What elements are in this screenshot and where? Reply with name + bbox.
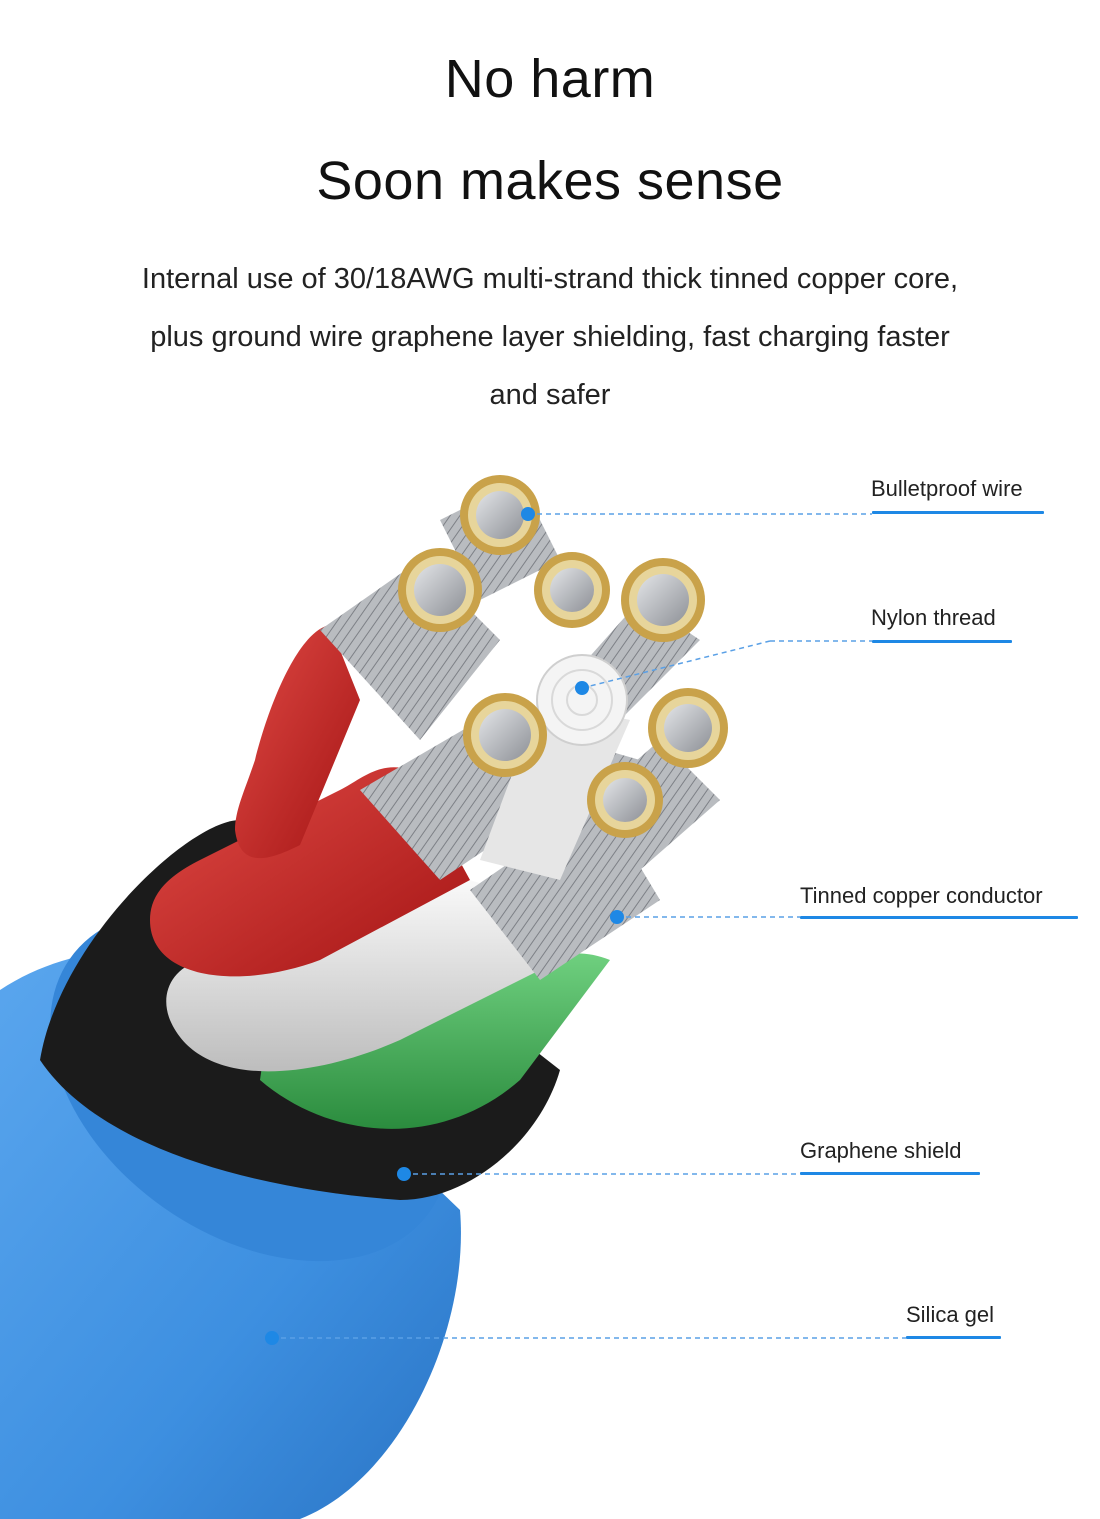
- description-line-3: and safer: [489, 379, 611, 411]
- callout-label-silica-gel: Silica gel: [906, 1302, 995, 1327]
- heading-line-1: No harm: [444, 49, 656, 109]
- callout-dot-bulletproof-wire: [521, 507, 535, 521]
- green-wire: [260, 953, 610, 1129]
- callout-underline-bulletproof-wire: [872, 511, 1044, 514]
- description-line-1: Internal use of 30/18AWG multi-strand th…: [141, 263, 959, 295]
- callout-underline-nylon-thread: [872, 640, 1012, 643]
- description: Internal use of 30/18AWG multi-strand th…: [60, 250, 1040, 424]
- callout-dot-silica-gel: [265, 1331, 279, 1345]
- cable-cross-section-illustration: [0, 475, 906, 1519]
- callout-underline-graphene-shield: [800, 1172, 980, 1175]
- callout-leaders: [265, 507, 906, 1345]
- white-wire: [166, 877, 560, 1072]
- callout-underline-tinned-copper-conductor: [800, 916, 1078, 919]
- nylon-thread-core: [480, 654, 630, 880]
- callout-dot-graphene-shield: [397, 1167, 411, 1181]
- callout-underline-silica-gel: [906, 1336, 1001, 1339]
- callout-label-graphene-shield: Graphene shield: [800, 1138, 962, 1163]
- callout-dot-nylon-thread: [575, 681, 589, 695]
- heading-line-2: Soon makes sense: [316, 151, 784, 211]
- callout-label-bulletproof-wire: Bulletproof wire: [871, 476, 1023, 501]
- callout-dot-tinned-copper: [610, 910, 624, 924]
- callout-label-nylon-thread: Nylon thread: [871, 605, 996, 630]
- description-line-2: plus ground wire graphene layer shieldin…: [150, 321, 950, 353]
- conductor-end-caps: [398, 475, 728, 838]
- callout-label-tinned-copper-conductor: Tinned copper conductor: [800, 883, 1043, 908]
